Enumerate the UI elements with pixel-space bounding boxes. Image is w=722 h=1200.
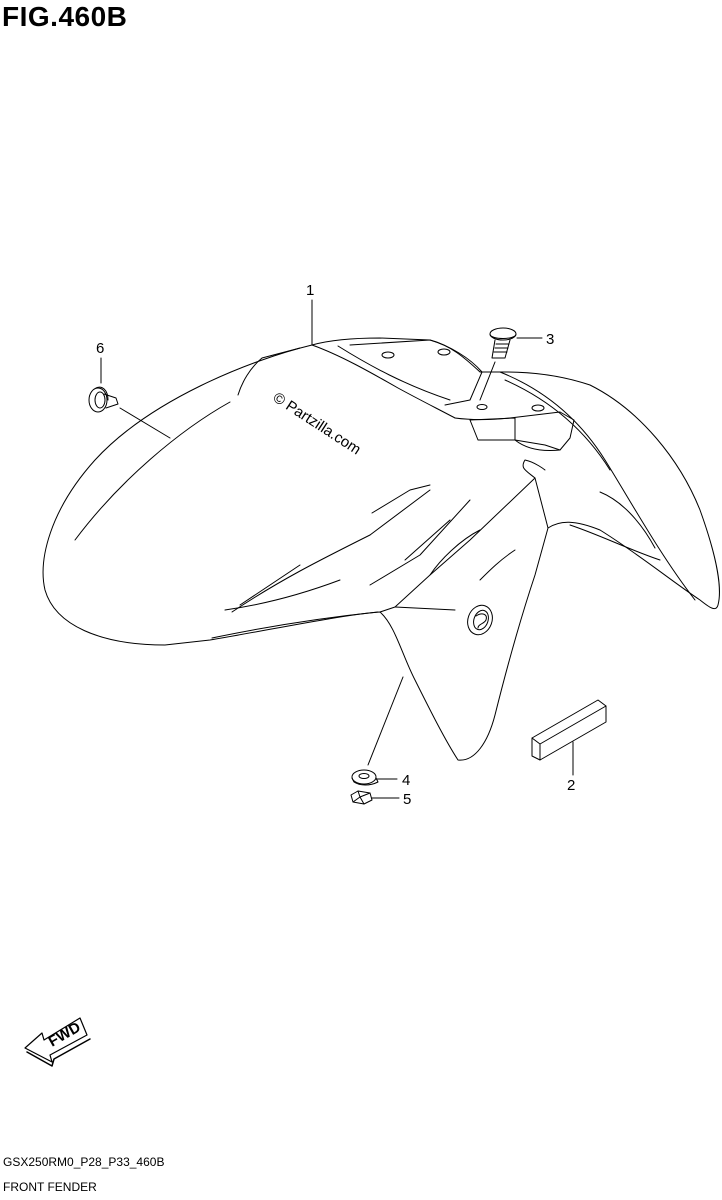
leader-4b xyxy=(367,676,404,766)
callout-6: 6 xyxy=(96,340,104,357)
part-screw[interactable] xyxy=(489,327,517,359)
leader-6b xyxy=(119,407,171,439)
part-front-fender[interactable] xyxy=(42,337,720,761)
callout-5: 5 xyxy=(403,791,411,808)
part-bolt[interactable] xyxy=(88,386,119,413)
callout-1: 1 xyxy=(306,282,314,299)
callout-3: 3 xyxy=(546,331,554,348)
fwd-arrow-icon xyxy=(24,1017,88,1063)
fender-outline xyxy=(42,337,720,761)
figure-code: GSX250RM0_P28_P33_460B xyxy=(3,1155,165,1169)
leader-lines xyxy=(100,299,574,799)
part-nut[interactable] xyxy=(350,790,373,805)
figure-title: FIG.460B xyxy=(2,1,128,32)
callout-2: 2 xyxy=(567,777,575,794)
leader-3b xyxy=(479,361,496,401)
callout-4: 4 xyxy=(402,772,410,789)
fwd-arrow: FWD xyxy=(24,1017,91,1067)
part-grommet[interactable] xyxy=(351,769,379,786)
part-label[interactable] xyxy=(531,699,607,761)
watermark: © Partzilla.com xyxy=(270,389,364,458)
figure-caption: FRONT FENDER xyxy=(3,1180,97,1194)
